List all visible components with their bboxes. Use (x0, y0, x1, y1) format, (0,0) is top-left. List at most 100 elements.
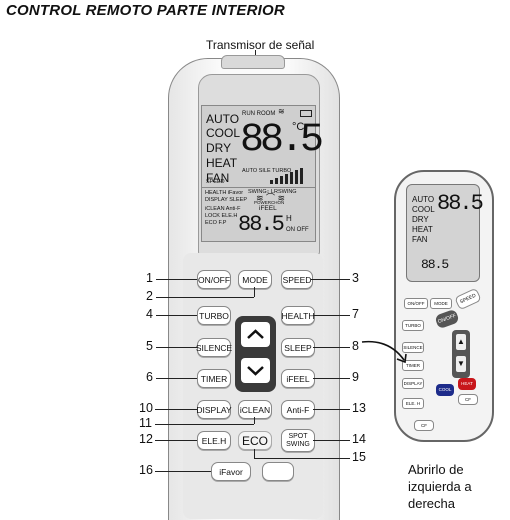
opening-caption: Abrirlo de izquierda a derecha (408, 461, 472, 512)
mode-dry: DRY (206, 141, 232, 155)
temperature-digits: 88.5 (240, 118, 324, 163)
display-sleep-label: DISPLAY SLEEP (205, 197, 247, 203)
ir-transmitter (221, 55, 285, 69)
blank-button[interactable] (262, 462, 294, 481)
callout-line-6 (156, 378, 197, 379)
temp-up-button[interactable] (241, 322, 270, 347)
callout-6: 6 (146, 370, 153, 384)
side-speed-button[interactable]: SPEED (454, 287, 482, 311)
lock-eleh-label: LOCK ELE.H (205, 213, 238, 219)
opened-remote-lcd: AUTO COOL DRY HEAT FAN 88.5 88.5 (406, 184, 484, 282)
side-onoff-button[interactable]: ON/OFF (434, 308, 460, 330)
side-onoff-small-button[interactable]: ON/OFF (404, 298, 428, 309)
timer-digits: 88.5 (238, 212, 285, 237)
transmitter-label: Transmisor de señal (206, 38, 315, 52)
ifavor-button[interactable]: iFavor (211, 462, 251, 481)
opening-arrow-icon (361, 340, 407, 364)
callout-16: 16 (139, 463, 153, 477)
callout-line-11v (254, 417, 255, 424)
side-mode-heat: HEAT (412, 225, 433, 234)
callout-line-10 (155, 409, 197, 410)
lcd-screen: AUTO COOL DRY HEAT FAN RUN ROOM ≋ 88.5 °… (201, 105, 324, 242)
callout-line-12 (155, 440, 197, 441)
callout-line-15 (254, 458, 350, 459)
caption-line-2: izquierda a (408, 479, 472, 494)
callout-14: 14 (352, 432, 366, 446)
callout-4: 4 (146, 307, 153, 321)
mode-heat: HEAT (206, 156, 238, 170)
side-silence-button[interactable]: SILENCE (402, 342, 424, 353)
callout-line-7 (313, 315, 350, 316)
run-room-label: RUN ROOM (242, 111, 276, 117)
mode-cool: COOL (206, 126, 241, 140)
side-turbo-button[interactable]: TURBO (402, 320, 424, 331)
eleh-button[interactable]: ELE.H (197, 431, 231, 450)
callout-line-15v (254, 449, 255, 458)
swing-label: SWING↕ LRSWING (248, 189, 297, 195)
side-eleh-button[interactable]: ELE. H (402, 398, 424, 409)
speed-label: SPEED (206, 179, 225, 185)
sleep-button[interactable]: SLEEP (281, 338, 315, 357)
speed-button[interactable]: SPEED (281, 270, 313, 289)
health-ifavor-label: HEALTH iFavor (205, 190, 244, 196)
battery-icon (300, 110, 312, 117)
side-cool-button[interactable]: COOL (436, 384, 454, 396)
callout-10: 10 (139, 401, 153, 415)
ifeel-button[interactable]: iFEEL (281, 369, 315, 388)
eco-button[interactable]: ECO (238, 431, 272, 450)
powerchon-label: POWERCHON (254, 200, 285, 205)
turbo-button[interactable]: TURBO (197, 306, 231, 325)
callout-line-8 (313, 347, 350, 348)
page-title: CONTROL REMOTO PARTE INTERIOR (6, 2, 285, 19)
iclean-button[interactable]: iCLEAN (238, 400, 272, 419)
spot-label: SPOT (288, 432, 308, 440)
callout-12: 12 (139, 432, 153, 446)
callout-line-5 (156, 347, 197, 348)
swing-label: SWING (286, 440, 310, 448)
side-cf2-button[interactable]: CF (458, 394, 478, 405)
side-timer-digits: 88.5 (421, 257, 449, 272)
side-display-button[interactable]: DISPLAY (402, 378, 424, 389)
silence-button[interactable]: SILENCE (196, 338, 232, 357)
callout-8: 8 (352, 339, 359, 353)
antif-button[interactable]: Anti-F (281, 400, 315, 419)
display-button[interactable]: DISPLAY (196, 400, 232, 419)
transmitter-leader-line (255, 50, 256, 58)
callout-9: 9 (352, 370, 359, 384)
timer-button[interactable]: TIMER (197, 369, 231, 388)
celsius-unit: °C (292, 121, 305, 133)
side-timer-button[interactable]: TIMER (402, 360, 424, 371)
callout-line-3 (311, 279, 350, 280)
side-temp-down-icon[interactable]: ▼ (456, 356, 466, 372)
callout-5: 5 (146, 339, 153, 353)
swing-icon: ≋ ⌒ ≋ (256, 193, 286, 203)
callout-13: 13 (352, 401, 366, 415)
hour-unit: H (286, 214, 292, 223)
side-temp-digits: 88.5 (437, 191, 484, 216)
spot-swing-button[interactable]: SPOT SWING (281, 429, 315, 452)
side-mode-fan: FAN (412, 235, 428, 244)
callout-line-13 (313, 409, 350, 410)
temp-down-button[interactable] (241, 358, 270, 383)
opened-remote-illustration: AUTO COOL DRY HEAT FAN 88.5 88.5 ON/OFF … (394, 170, 494, 442)
side-mode-dry: DRY (412, 215, 429, 224)
callout-line-4 (156, 315, 197, 316)
lcd-divider (202, 187, 315, 188)
side-temp-up-icon[interactable]: ▲ (456, 334, 466, 350)
callout-line-9 (313, 378, 350, 379)
side-mode-small-button[interactable]: MODE (430, 298, 452, 309)
caption-line-3: derecha (408, 496, 455, 511)
side-mode-auto: AUTO (412, 195, 435, 204)
callout-11: 11 (139, 416, 152, 430)
onoff-button[interactable]: ON/OFF (197, 270, 231, 289)
callout-3: 3 (352, 271, 359, 285)
side-heat-button[interactable]: HEAT (458, 378, 476, 390)
caption-line-1: Abrirlo de (408, 462, 464, 477)
callout-1: 1 (146, 271, 153, 285)
eco-fp-label: ECO F.P (205, 220, 227, 226)
on-off-label: ON OFF (286, 227, 309, 233)
health-button[interactable]: HEALTH (281, 306, 315, 325)
wifi-icon: ≋ (278, 107, 285, 116)
mode-button[interactable]: MODE (238, 270, 272, 289)
side-cf1-button[interactable]: CF (414, 420, 434, 431)
